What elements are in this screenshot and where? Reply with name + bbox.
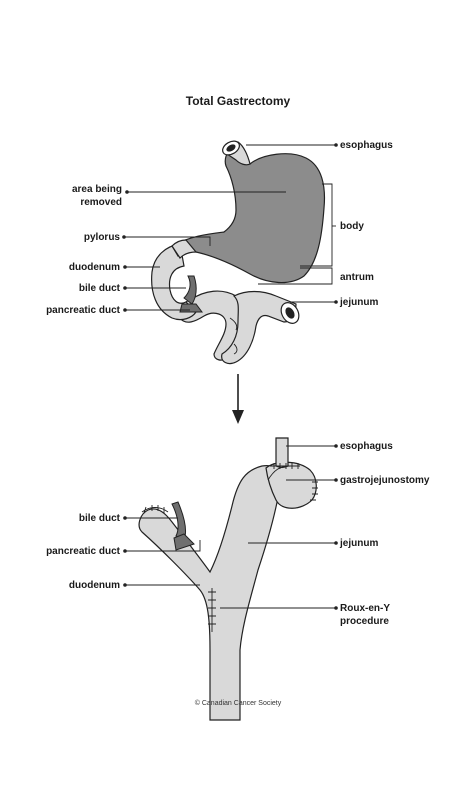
jejunum-limb (138, 465, 281, 721)
dot-pylorus (122, 235, 126, 239)
dot-esophagus-2 (334, 444, 338, 448)
stomach-area-removed (171, 147, 326, 284)
label-gastrojejunostomy: gastrojejunostomy (340, 475, 430, 486)
stitches-duodenum (141, 505, 169, 514)
dot-jejunum (334, 300, 338, 304)
stitches-pouch (310, 481, 318, 501)
dot-gastrojejunostomy (334, 478, 338, 482)
after-surgery-diagram: esophagus gastrojejunostomy bile duct je… (46, 437, 430, 721)
dot-pancreatic-duct (123, 308, 127, 312)
label-pancreatic-duct: pancreatic duct (46, 305, 121, 316)
pancreatic-duct-shape (173, 533, 195, 551)
label-jejunum: jejunum (339, 297, 378, 308)
label-roux-2: procedure (340, 616, 389, 627)
label-area-removed-1: area being (72, 184, 122, 195)
label-pancreatic-duct-2: pancreatic duct (46, 546, 121, 557)
label-duodenum: duodenum (69, 262, 120, 273)
down-arrow-icon (232, 374, 244, 424)
label-bile-duct-2: bile duct (79, 513, 121, 524)
label-esophagus: esophagus (340, 140, 393, 151)
bile-duct-shape (183, 275, 197, 305)
jejunum-tube (221, 290, 297, 365)
dot-duodenum-2 (123, 583, 127, 587)
dot-roux (334, 606, 338, 610)
label-jejunum-2: jejunum (339, 538, 378, 549)
dot-pancreatic-duct-2 (123, 549, 127, 553)
label-antrum: antrum (340, 272, 374, 283)
dot-jejunum-2 (334, 541, 338, 545)
label-area-removed-2: removed (80, 197, 122, 208)
stitches-roux (208, 588, 216, 632)
dot-bile-duct (123, 286, 127, 290)
dot-duodenum (123, 265, 127, 269)
dot-bile-duct-2 (123, 516, 127, 520)
bracket-body (300, 183, 333, 267)
label-bile-duct: bile duct (79, 283, 121, 294)
label-roux-1: Roux-en-Y (340, 603, 390, 614)
stitches-esophagus (270, 463, 300, 469)
jejunum-lumen (285, 307, 295, 319)
dot-area-removed (125, 190, 129, 194)
credit-text: © Canadian Cancer Society (195, 699, 282, 707)
jejunum-curve (229, 317, 238, 331)
label-duodenum-2: duodenum (69, 580, 120, 591)
before-surgery-diagram: esophagus area being removed body pyloru… (46, 140, 393, 365)
label-esophagus-2: esophagus (340, 441, 393, 452)
duodenum (151, 243, 197, 321)
label-pylorus: pylorus (84, 232, 121, 243)
leader-pancreatic-duct-2 (125, 540, 201, 552)
label-body: body (340, 221, 364, 232)
bracket-antrum (258, 267, 333, 285)
dot-esophagus (334, 143, 338, 147)
esophagus-lumen (226, 144, 236, 152)
diagram-title: Total Gastrectomy (186, 94, 291, 108)
pylorus (171, 239, 198, 259)
leader-pylorus (124, 236, 211, 246)
jejunum-fold (233, 343, 238, 355)
